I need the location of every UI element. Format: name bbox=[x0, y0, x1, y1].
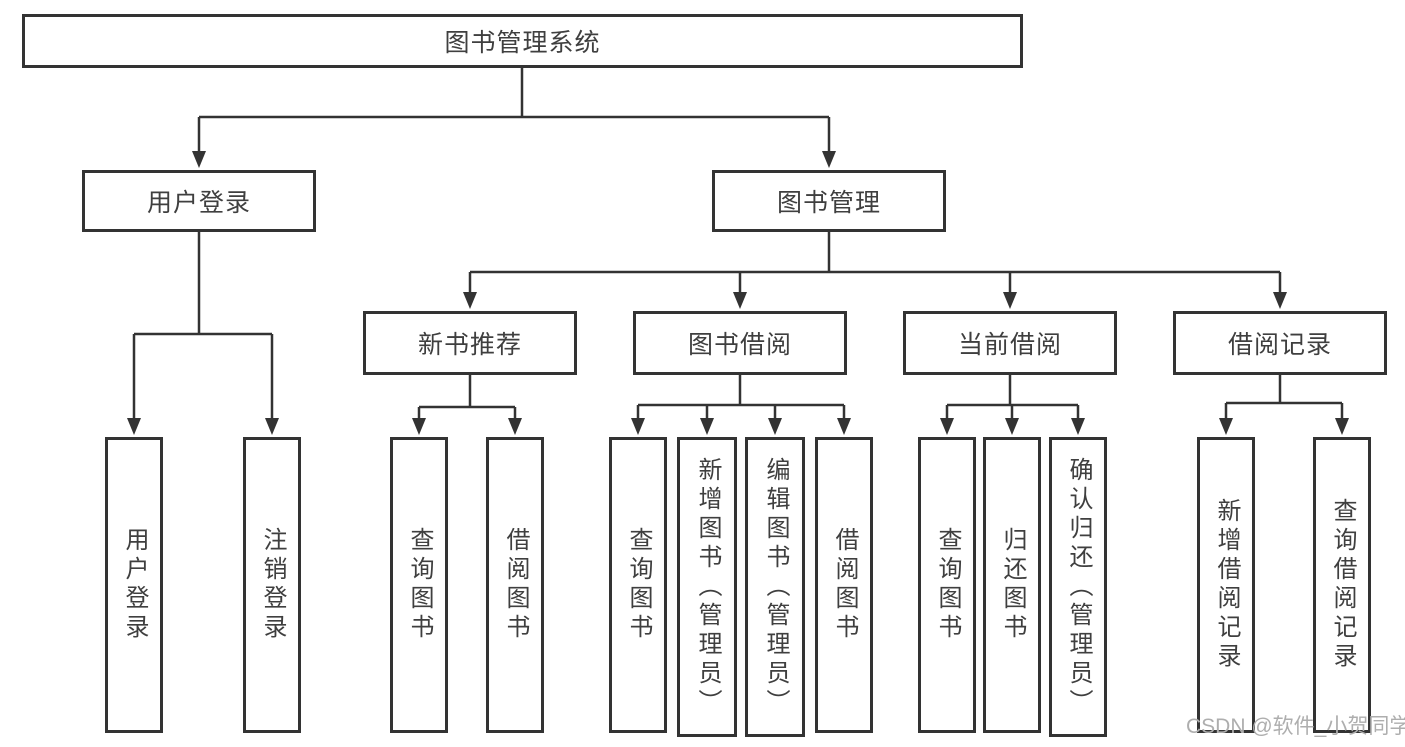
node-book-borrowing: 图书借阅 bbox=[633, 311, 847, 375]
leaf-add-books-admin: 新增图书（管理员） bbox=[677, 437, 737, 737]
node-label: 确认归还（管理员） bbox=[1065, 456, 1092, 718]
leaf-query-books-recommend: 查询图书 bbox=[390, 437, 448, 733]
node-current-borrowing: 当前借阅 bbox=[903, 311, 1117, 375]
node-label: 图书借阅 bbox=[687, 331, 792, 359]
leaf-return-books: 归还图书 bbox=[983, 437, 1041, 733]
node-label: 图书管理系统 bbox=[444, 29, 601, 57]
node-label: 新书推荐 bbox=[417, 331, 522, 359]
node-label: 用户登录 bbox=[121, 527, 148, 643]
node-label: 当前借阅 bbox=[957, 331, 1062, 359]
arrowheads bbox=[127, 151, 1349, 435]
node-label: 图书管理 bbox=[776, 189, 881, 217]
node-label: 新增图书（管理员） bbox=[694, 456, 721, 718]
node-label: 借阅图书 bbox=[502, 527, 529, 643]
leaf-edit-books-admin: 编辑图书（管理员） bbox=[745, 437, 805, 737]
node-label: 查询借阅记录 bbox=[1329, 498, 1356, 672]
leaf-user-login: 用户登录 bbox=[105, 437, 163, 733]
node-new-book-recommend: 新书推荐 bbox=[363, 311, 577, 375]
leaf-query-borrow-record: 查询借阅记录 bbox=[1313, 437, 1371, 733]
leaf-query-books-borrow: 查询图书 bbox=[609, 437, 667, 733]
node-label: 归还图书 bbox=[999, 527, 1026, 643]
leaf-query-books-current: 查询图书 bbox=[918, 437, 976, 733]
node-label: 用户登录 bbox=[146, 189, 251, 217]
leaf-borrow-books-recommend: 借阅图书 bbox=[486, 437, 544, 733]
node-label: 查询图书 bbox=[625, 527, 652, 643]
node-label: 借阅图书 bbox=[831, 527, 858, 643]
node-borrowing-records: 借阅记录 bbox=[1173, 311, 1387, 375]
leaf-confirm-return-admin: 确认归还（管理员） bbox=[1049, 437, 1107, 737]
csdn-watermark: CSDN @软件_小贺同学 bbox=[1186, 715, 1405, 738]
node-label: 查询图书 bbox=[934, 527, 961, 643]
leaf-borrow-books: 借阅图书 bbox=[815, 437, 873, 733]
node-label: 新增借阅记录 bbox=[1213, 498, 1240, 672]
node-label: 编辑图书（管理员） bbox=[762, 456, 789, 718]
node-label: 注销登录 bbox=[259, 527, 286, 643]
leaf-logout: 注销登录 bbox=[243, 437, 301, 733]
node-book-management: 图书管理 bbox=[712, 170, 946, 232]
node-user-login: 用户登录 bbox=[82, 170, 316, 232]
node-label: 借阅记录 bbox=[1227, 331, 1332, 359]
node-label: 查询图书 bbox=[406, 527, 433, 643]
node-root-system: 图书管理系统 bbox=[22, 14, 1023, 68]
leaf-add-borrow-record: 新增借阅记录 bbox=[1197, 437, 1255, 733]
